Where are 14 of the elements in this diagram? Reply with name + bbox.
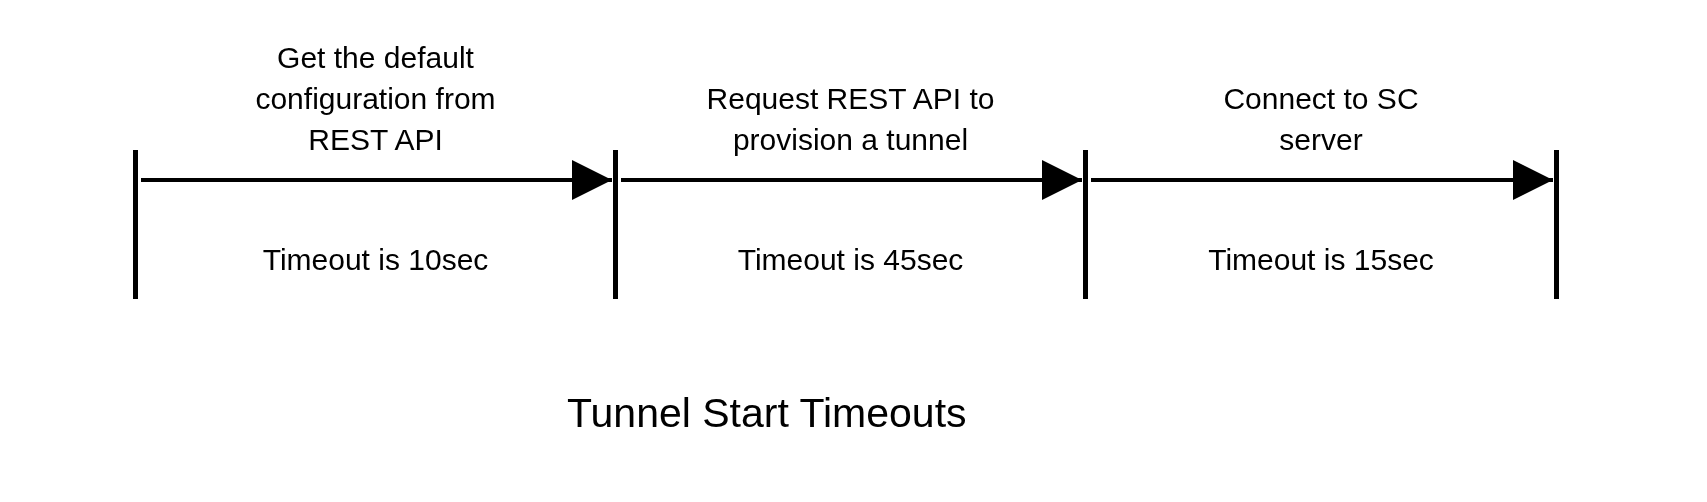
edge-label: Get the default configuration from REST API bbox=[254, 40, 497, 158]
diagram-title: Tunnel Start Timeouts bbox=[567, 390, 967, 437]
arrow bbox=[1091, 160, 1553, 200]
timeline-tick bbox=[613, 150, 618, 299]
arrow bbox=[621, 160, 1082, 200]
timeline-tick bbox=[1083, 150, 1088, 299]
edge-label: Connect to SC server bbox=[1222, 81, 1420, 158]
timeout-note: Timeout is 10sec bbox=[261, 242, 490, 278]
timeout-note: Timeout is 45sec bbox=[736, 242, 965, 278]
timeout-note: Timeout is 15sec bbox=[1207, 242, 1435, 278]
edge-label: Request REST API to provision a tunnel bbox=[705, 81, 996, 158]
arrow bbox=[141, 160, 612, 200]
timeline-tick bbox=[133, 150, 138, 299]
timeline-tick bbox=[1554, 150, 1559, 299]
